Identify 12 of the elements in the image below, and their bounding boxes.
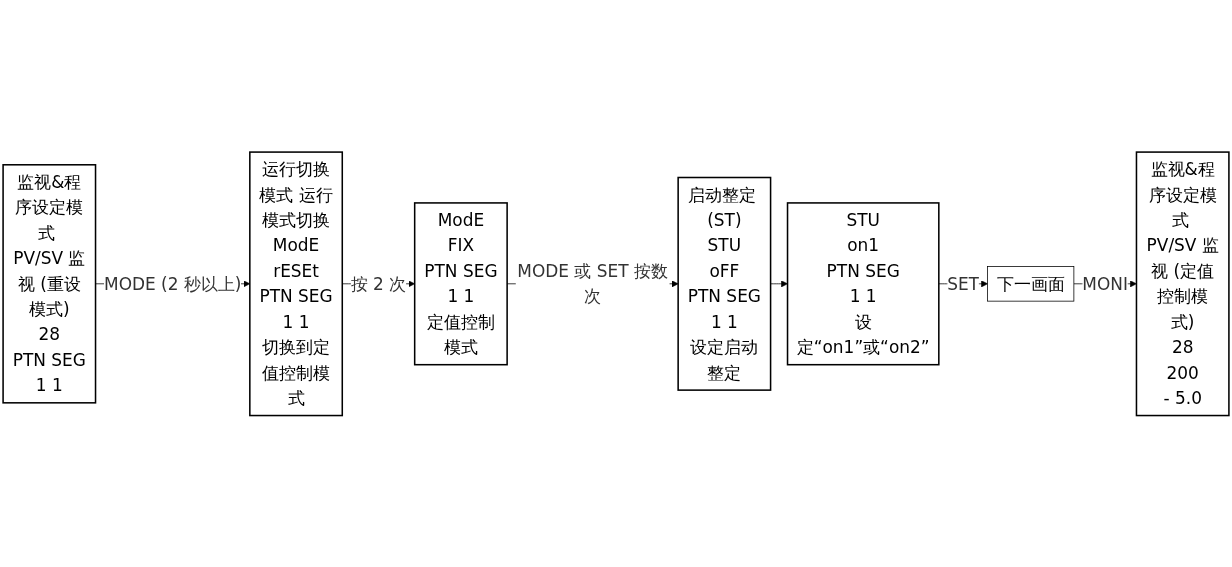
edge-label: MODE (2 秒以上) (104, 273, 242, 294)
node-box: 监视&程序设定模式 PV/SV 监视 (定值控制模式) 28 200 - 5.0 (1135, 151, 1230, 416)
node-box: 运行切换模式 运行模式切换 ModE rESEt PTN SEG 1 1 切换到定值控制模式 (249, 151, 344, 416)
edge-label: SET (947, 273, 980, 294)
edge-label: 按 2 次 (350, 273, 407, 294)
node-box: ModE FIX PTN SEG 1 1 定值控制模式 (413, 201, 508, 366)
node-box: 启动整定 (ST) STU oFF PTN SEG 1 1 设定启动整定 (677, 176, 772, 391)
edge-label: MODE 或 SET 按数次 (517, 261, 668, 306)
edge-label: MONI (1082, 273, 1128, 294)
node-box: 监视&程序设定模式 PV/SV 监视 (重设模式) 28 PTN SEG 1 1 (2, 163, 97, 404)
node-box: 下一画面 (987, 265, 1075, 302)
node-box: STU on1 PTN SEG 1 1 设定“on1”或“on2” (786, 201, 940, 366)
